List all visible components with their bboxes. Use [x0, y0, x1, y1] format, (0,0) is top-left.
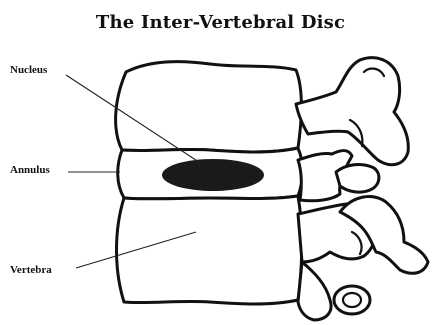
- upper-vertebral-body: [116, 62, 302, 152]
- vertebra-label: Vertebra: [10, 264, 52, 276]
- annulus-label: Annulus: [10, 164, 50, 176]
- nucleus-pulposus: [162, 159, 264, 191]
- lower-foramen-ring: [334, 286, 370, 314]
- nucleus-label: Nucleus: [10, 64, 47, 76]
- upper-posterior-process: [296, 58, 408, 165]
- lower-pedicle: [298, 262, 331, 320]
- lower-vertebral-body: [117, 196, 302, 304]
- middle-facet-joint: [336, 165, 379, 193]
